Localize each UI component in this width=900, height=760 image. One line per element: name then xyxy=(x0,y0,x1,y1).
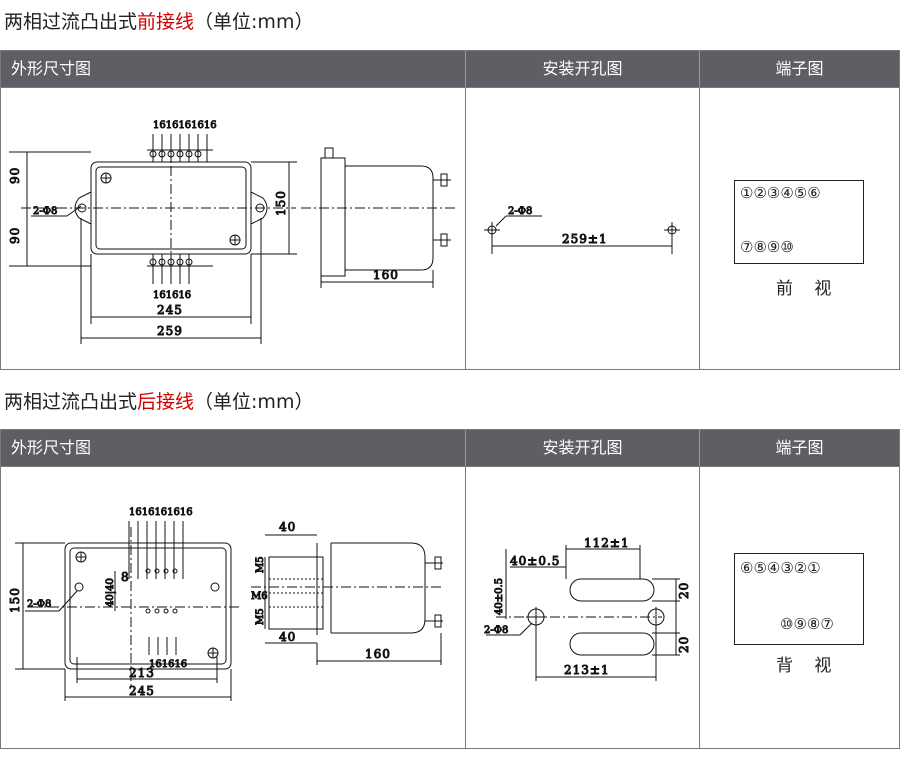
section2-title: 两相过流凸出式后接线（单位:mm） xyxy=(4,390,313,414)
outline-drawing-rear: 1616161616 161616 150 2-Φ8 40|40 8 213 2… xyxy=(8,507,443,701)
mount-dim-213: 213±1 xyxy=(564,663,610,677)
terminal-box-front xyxy=(734,180,864,264)
title-highlight: 后接线 xyxy=(137,391,195,413)
dim-150: 150 xyxy=(8,587,22,613)
dim-259: 259 xyxy=(157,324,183,338)
terminal-row-2: ⑦⑧⑨⑩ xyxy=(740,238,794,256)
mount-dim-20-bottom: 20 xyxy=(677,636,691,653)
mount-drawing-front: 2-Φ8 259±1 xyxy=(484,206,680,254)
dim-40-top: 40 xyxy=(279,520,296,534)
side-view xyxy=(301,147,457,288)
title-suffix: （单位:mm） xyxy=(194,391,314,413)
top-spacing-label: 1616161616 xyxy=(129,507,193,518)
outline-drawing-cell: 1616161616 161616 90 90 2-Φ8 150 245 259… xyxy=(1,87,465,369)
terminal-box-rear xyxy=(734,553,864,645)
view-label-front: 前 视 xyxy=(776,279,840,299)
hole-label: 2-Φ8 xyxy=(27,599,51,610)
mount-hole-label: 2-Φ8 xyxy=(508,206,532,217)
mount-drawing-rear: 40±0.5 112±1 40±0.5 2-Φ8 213±1 20 20 xyxy=(484,536,692,681)
dim-150: 150 xyxy=(274,190,288,216)
header-outline: 外形尺寸图 xyxy=(1,430,465,466)
mount-dim-112: 112±1 xyxy=(584,536,630,550)
mount-dim-40-vertical: 40±0.5 xyxy=(494,578,505,615)
mount-dim-40: 40±0.5 xyxy=(510,554,560,568)
bottom-spacing-label: 161616 xyxy=(153,290,191,301)
mount-dim-259: 259±1 xyxy=(562,232,608,246)
mount-drawing-cell: 2-Φ8 259±1 xyxy=(465,87,699,369)
dim-213: 213 xyxy=(129,666,155,680)
m5-bottom-label: M5 xyxy=(255,608,266,625)
dim-90-top: 90 xyxy=(8,167,22,184)
slot-bottom xyxy=(569,632,655,656)
terminal-row-1: ⑥⑤④③②① xyxy=(740,559,821,577)
bottom-spacing-label: 161616 xyxy=(149,659,187,670)
top-spacing-label: 1616161616 xyxy=(153,120,217,131)
header-mount: 安装开孔图 xyxy=(465,430,699,466)
m5-top-label: M5 xyxy=(255,556,266,573)
header-mount: 安装开孔图 xyxy=(465,51,699,87)
outline-drawing-front: 1616161616 161616 90 90 2-Φ8 150 245 259… xyxy=(8,120,457,344)
view-label-rear: 背 视 xyxy=(776,656,840,676)
dim-160: 160 xyxy=(365,647,391,661)
top-terminals xyxy=(147,134,213,162)
outline-drawing-cell: 1616161616 161616 150 2-Φ8 40|40 8 213 2… xyxy=(1,466,465,748)
mount-drawing-cell: 40±0.5 112±1 40±0.5 2-Φ8 213±1 20 20 xyxy=(465,466,699,748)
relay-body xyxy=(64,542,232,670)
mount-dim-20-top: 20 xyxy=(677,582,691,599)
terminal-row-1: ①②③④⑤⑥ xyxy=(740,184,821,202)
m6-label: M6 xyxy=(251,591,268,602)
dim-40-bottom: 40 xyxy=(279,630,296,644)
side-view xyxy=(251,534,443,665)
spec-table-front: 外形尺寸图 安装开孔图 端子图 xyxy=(0,50,900,370)
dim-40-40: 40|40 xyxy=(105,578,116,607)
dim-8: 8 xyxy=(121,570,130,584)
header-outline: 外形尺寸图 xyxy=(1,51,465,87)
title-suffix: （单位:mm） xyxy=(194,11,314,33)
dim-90-bottom: 90 xyxy=(8,227,22,244)
section1-title: 两相过流凸出式前接线（单位:mm） xyxy=(4,10,313,34)
terminal-cell: ①②③④⑤⑥ ⑦⑧⑨⑩ 前 视 xyxy=(699,87,899,369)
dim-160: 160 xyxy=(373,268,399,282)
header-terminal: 端子图 xyxy=(699,430,899,466)
title-prefix: 两相过流凸出式 xyxy=(4,391,138,413)
title-highlight: 前接线 xyxy=(137,11,195,33)
header-terminal: 端子图 xyxy=(699,51,899,87)
terminal-row-2: ⑩⑨⑧⑦ xyxy=(780,615,834,633)
terminal-cell: ⑥⑤④③②① ⑩⑨⑧⑦ 背 视 xyxy=(699,466,899,748)
mount-hole-label: 2-Φ8 xyxy=(484,625,508,636)
bottom-terminals xyxy=(147,254,213,284)
dim-245: 245 xyxy=(129,684,155,698)
spec-table-rear: 外形尺寸图 安装开孔图 端子图 xyxy=(0,429,900,749)
title-prefix: 两相过流凸出式 xyxy=(4,11,138,33)
hole-label: 2-Φ8 xyxy=(33,206,57,217)
slot-top xyxy=(569,578,655,602)
dim-245: 245 xyxy=(157,303,183,317)
